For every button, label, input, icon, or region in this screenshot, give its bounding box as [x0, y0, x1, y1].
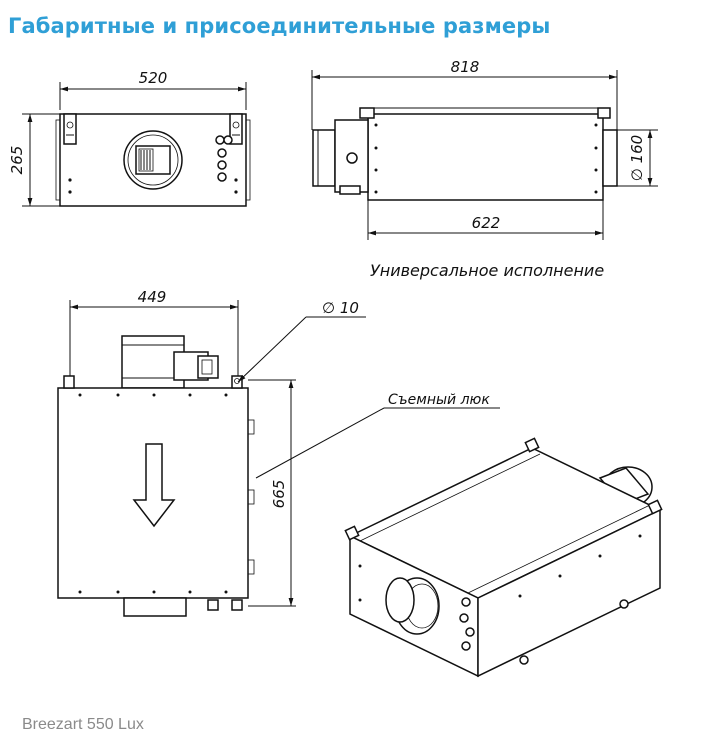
front-view: 520 265 [8, 69, 251, 207]
top-width-dimension: 449 [138, 288, 167, 306]
side-body-length-dimension: 622 [472, 214, 501, 232]
front-height-dimension: 265 [8, 146, 26, 175]
front-width-dimension: 520 [139, 69, 168, 87]
hatch-callout: Съемный люк [255, 392, 500, 479]
top-view: 449 [57, 288, 366, 617]
removable-hatch-label: Съемный люк [388, 392, 490, 408]
universal-version-caption: Универсальное исполнение [370, 261, 604, 280]
page-title: Габаритные и присоединительные размеры [8, 14, 551, 38]
side-total-length-dimension: 818 [451, 58, 480, 76]
isometric-view [344, 437, 663, 678]
side-view: 818 ∅ 160 622 [311, 58, 658, 240]
top-length-dimension: 665 [270, 480, 288, 509]
product-name: Breezart 550 Lux [22, 716, 144, 733]
hole-diameter-dimension: ∅ 10 [322, 299, 359, 317]
side-duct-diameter-dimension: ∅ 160 [628, 135, 646, 181]
